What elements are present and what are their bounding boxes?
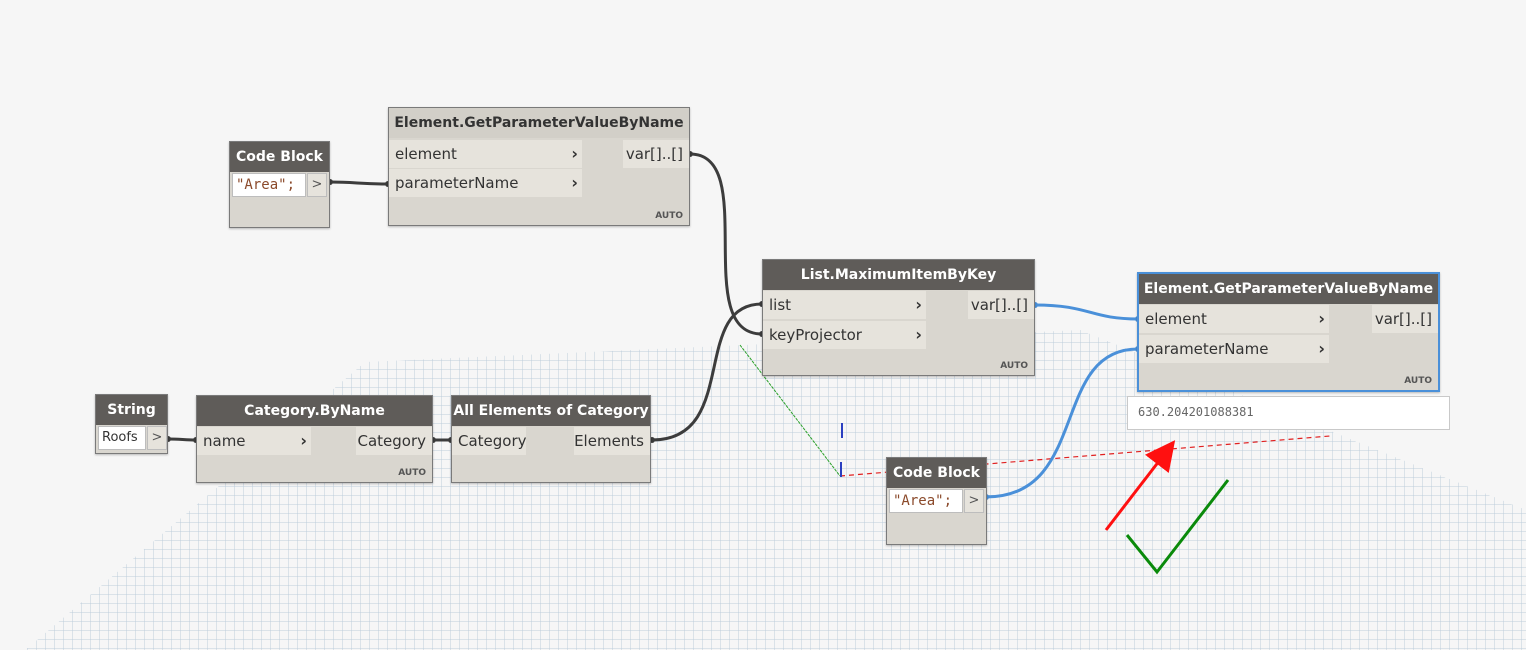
output-port-arrow[interactable]: > — [147, 426, 167, 450]
green-axis — [739, 344, 841, 477]
input-port-name[interactable]: name › — [197, 427, 311, 455]
output-port-var[interactable]: var[]..[] — [1372, 305, 1438, 333]
wire-maxitem-to-element[interactable] — [1034, 303, 1139, 321]
chevron-right-icon: › — [300, 431, 307, 450]
output-port-arrow[interactable]: > — [964, 489, 984, 513]
input-port-parametername[interactable]: parameterName › — [389, 169, 582, 197]
node-title[interactable]: String — [96, 395, 167, 425]
code-block-node[interactable]: Code Block "Area"; > — [886, 457, 987, 545]
all-elements-of-category-node[interactable]: All Elements of Category Category Elemen… — [451, 395, 651, 483]
input-port-category[interactable]: Category — [452, 427, 527, 455]
lacing-label: AUTO — [1000, 361, 1028, 371]
wire-code2-to-parametername[interactable] — [985, 347, 1139, 499]
chevron-right-icon: › — [915, 325, 922, 344]
node-title[interactable]: Element.GetParameterValueByName — [1139, 274, 1438, 304]
port-label: keyProjector — [769, 326, 862, 344]
chevron-right-icon: › — [1318, 309, 1325, 328]
chevron-right-icon: › — [571, 144, 578, 163]
list-maximum-item-by-key-node[interactable]: List.MaximumItemByKey list › keyProjecto… — [762, 259, 1035, 376]
node-title[interactable]: Category.ByName — [197, 396, 432, 426]
wire-elements-to-list[interactable] — [651, 302, 763, 442]
wire-string-to-name[interactable] — [167, 437, 197, 442]
output-port-var[interactable]: var[]..[] — [623, 140, 689, 168]
output-port-category[interactable]: Category — [356, 427, 432, 455]
output-port-var[interactable]: var[]..[] — [968, 291, 1034, 319]
port-label: element — [395, 145, 457, 163]
input-port-element[interactable]: element › — [389, 140, 582, 168]
lacing-label: AUTO — [655, 211, 683, 221]
get-parameter-value-node-selected[interactable]: Element.GetParameterValueByName element … — [1137, 272, 1440, 392]
chevron-right-icon: › — [1318, 339, 1325, 358]
output-port-arrow[interactable]: > — [307, 173, 327, 197]
wire-code1-to-parametername[interactable] — [329, 180, 389, 186]
code-block-node[interactable]: Code Block "Area"; > — [229, 141, 330, 228]
category-by-name-node[interactable]: Category.ByName name › Category AUTO — [196, 395, 433, 483]
string-node[interactable]: String Roofs > — [95, 394, 168, 454]
input-port-list[interactable]: list › — [763, 291, 926, 319]
input-port-element[interactable]: element › — [1139, 305, 1329, 333]
string-input[interactable]: Roofs — [98, 426, 146, 450]
lacing-label: AUTO — [1404, 376, 1432, 386]
output-port-elements[interactable]: Elements — [574, 427, 650, 455]
port-label: name — [203, 432, 246, 450]
node-title[interactable]: All Elements of Category — [452, 396, 650, 426]
lacing-label: AUTO — [398, 468, 426, 478]
node-title[interactable]: Element.GetParameterValueByName — [389, 108, 689, 138]
port-label: list — [769, 296, 792, 314]
code-input[interactable]: "Area"; — [889, 489, 963, 513]
node-title[interactable]: Code Block — [887, 458, 986, 488]
code-input[interactable]: "Area"; — [232, 173, 306, 197]
node-preview-value[interactable]: 630.204201088381 — [1127, 396, 1450, 430]
node-title[interactable]: Code Block — [230, 142, 329, 172]
port-label: element — [1145, 310, 1207, 328]
node-title[interactable]: List.MaximumItemByKey — [763, 260, 1034, 290]
red-arrow-annotation — [1104, 440, 1176, 531]
input-port-keyprojector[interactable]: keyProjector › — [763, 321, 926, 349]
input-port-parametername[interactable]: parameterName › — [1139, 335, 1329, 363]
wire-getparam1-to-keyprojector[interactable] — [689, 152, 763, 336]
port-label: parameterName — [1145, 340, 1269, 358]
get-parameter-value-node[interactable]: Element.GetParameterValueByName element … — [388, 107, 690, 226]
chevron-right-icon: › — [571, 173, 578, 192]
chevron-right-icon: › — [915, 295, 922, 314]
green-check-annotation — [1125, 479, 1230, 575]
port-label: parameterName — [395, 174, 519, 192]
